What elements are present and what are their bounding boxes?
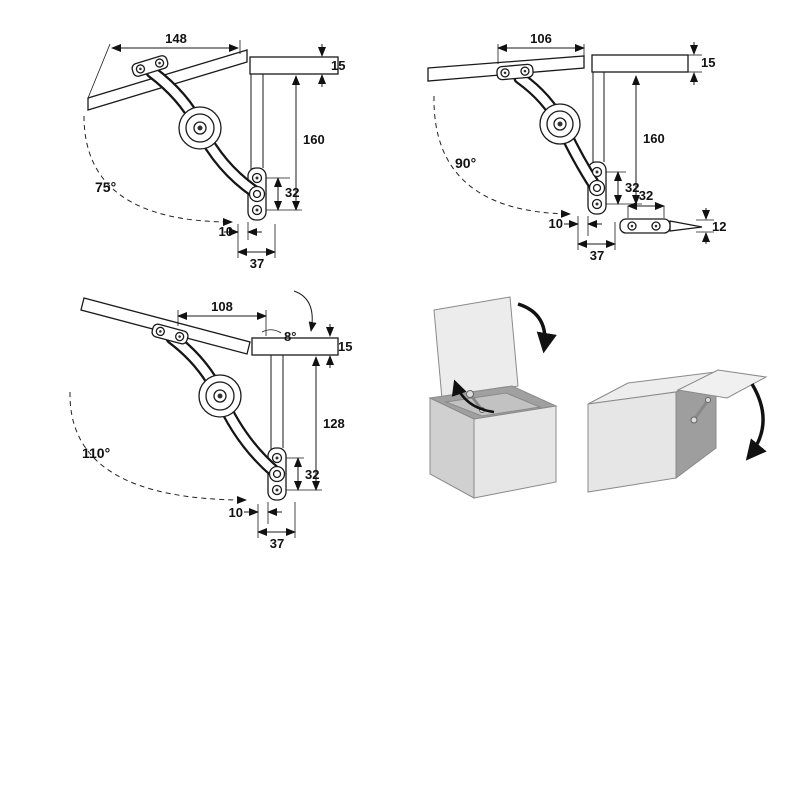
dim-thickness-label: 15 [701, 55, 715, 70]
dim-plate-span-label: 32 [305, 467, 319, 482]
tilt-label: 8° [284, 329, 296, 344]
dim-thickness-label: 15 [331, 58, 345, 73]
lid-close-arrow [517, 302, 557, 354]
dim-height-label: 160 [643, 131, 665, 146]
dim-base-label: 37 [270, 536, 284, 551]
dim-thickness: 15 [688, 42, 715, 85]
box-front-face [473, 405, 557, 499]
dim-offset-label: 10 [229, 505, 243, 520]
drawing-75deg: 75° 148 [83, 31, 345, 271]
dim-width: 108 [177, 299, 267, 336]
dim-height-label: 128 [323, 416, 345, 431]
box-front-face [587, 391, 677, 493]
cabinet-board [251, 337, 339, 356]
lid-plate [496, 63, 534, 81]
dim-base-label: 37 [250, 256, 264, 271]
dim-base: 37 [577, 222, 616, 263]
plate-side-view [619, 218, 703, 234]
box-lid-up-illustration [428, 296, 558, 499]
plate-screws [588, 166, 606, 210]
dim-thickness-label: 15 [338, 339, 352, 354]
open-lid-panel [433, 296, 519, 400]
angle-arc-75: 75° [83, 115, 233, 226]
dim-offset: 10 [229, 502, 282, 538]
dim-offset-label: 10 [549, 216, 563, 231]
hinge-arm [513, 71, 602, 193]
dim-plate-span-label: 32 [285, 185, 299, 200]
box-flap-illustration [587, 369, 768, 493]
dim-base: 37 [237, 224, 276, 271]
angle-label: 110° [82, 445, 110, 461]
dim-width-label: 106 [530, 31, 552, 46]
flap-close-arrow [745, 383, 767, 461]
dim-thickness: 15 [318, 44, 345, 87]
angle-label: 75° [95, 179, 116, 195]
dim-offset: 10 [219, 222, 262, 258]
dim-plate-span: 32 [266, 177, 299, 211]
dim-height-label: 160 [303, 132, 325, 147]
dim-thickness: 15 [326, 324, 352, 368]
angle-arc-90: 90° [433, 95, 571, 218]
drawing-90deg: 90° 106 [427, 31, 715, 263]
dim-width: 106 [497, 31, 585, 64]
dim-width-label: 148 [165, 31, 187, 46]
drawing-110deg: 110° 8° [69, 290, 352, 551]
dim-plate-thickness: 12 [696, 208, 726, 244]
dim-base-label: 37 [590, 248, 604, 263]
dim-offset: 10 [549, 216, 602, 250]
lid-plate [151, 323, 189, 345]
hinge-arm-sketch [690, 397, 711, 424]
lid-plate [131, 55, 169, 77]
dim-width-label: 108 [211, 299, 233, 314]
dim-width: 148 [87, 31, 241, 99]
plate-screws [248, 172, 266, 216]
dim-plate-thickness-label: 12 [712, 219, 726, 234]
dim-plate-span: 32 [606, 171, 639, 205]
cabinet-board [591, 54, 689, 73]
dim-plate-span: 32 [286, 457, 319, 491]
hinge-arm [145, 65, 262, 199]
dim-height: 128 [286, 356, 345, 491]
dim-plate-width-label: 32 [639, 188, 653, 203]
arm-motion-arrow [451, 379, 495, 414]
dim-base: 37 [257, 502, 296, 551]
dim-height: 160 [266, 75, 325, 211]
dim-offset-label: 10 [219, 224, 233, 239]
dim-plate-width: 32 [627, 188, 665, 218]
angle-arc-110: 110° [69, 391, 247, 504]
angle-label: 90° [455, 155, 476, 171]
cabinet-board [249, 56, 339, 75]
plate-screws [268, 452, 286, 496]
tilt-annotation: 8° [261, 290, 317, 344]
dim-plate-span-label: 32 [625, 180, 639, 195]
box-left-face [429, 397, 475, 499]
plate-detail: 32 12 [619, 188, 726, 244]
hinge-arm [165, 331, 282, 479]
open-flap-panel [676, 369, 768, 399]
